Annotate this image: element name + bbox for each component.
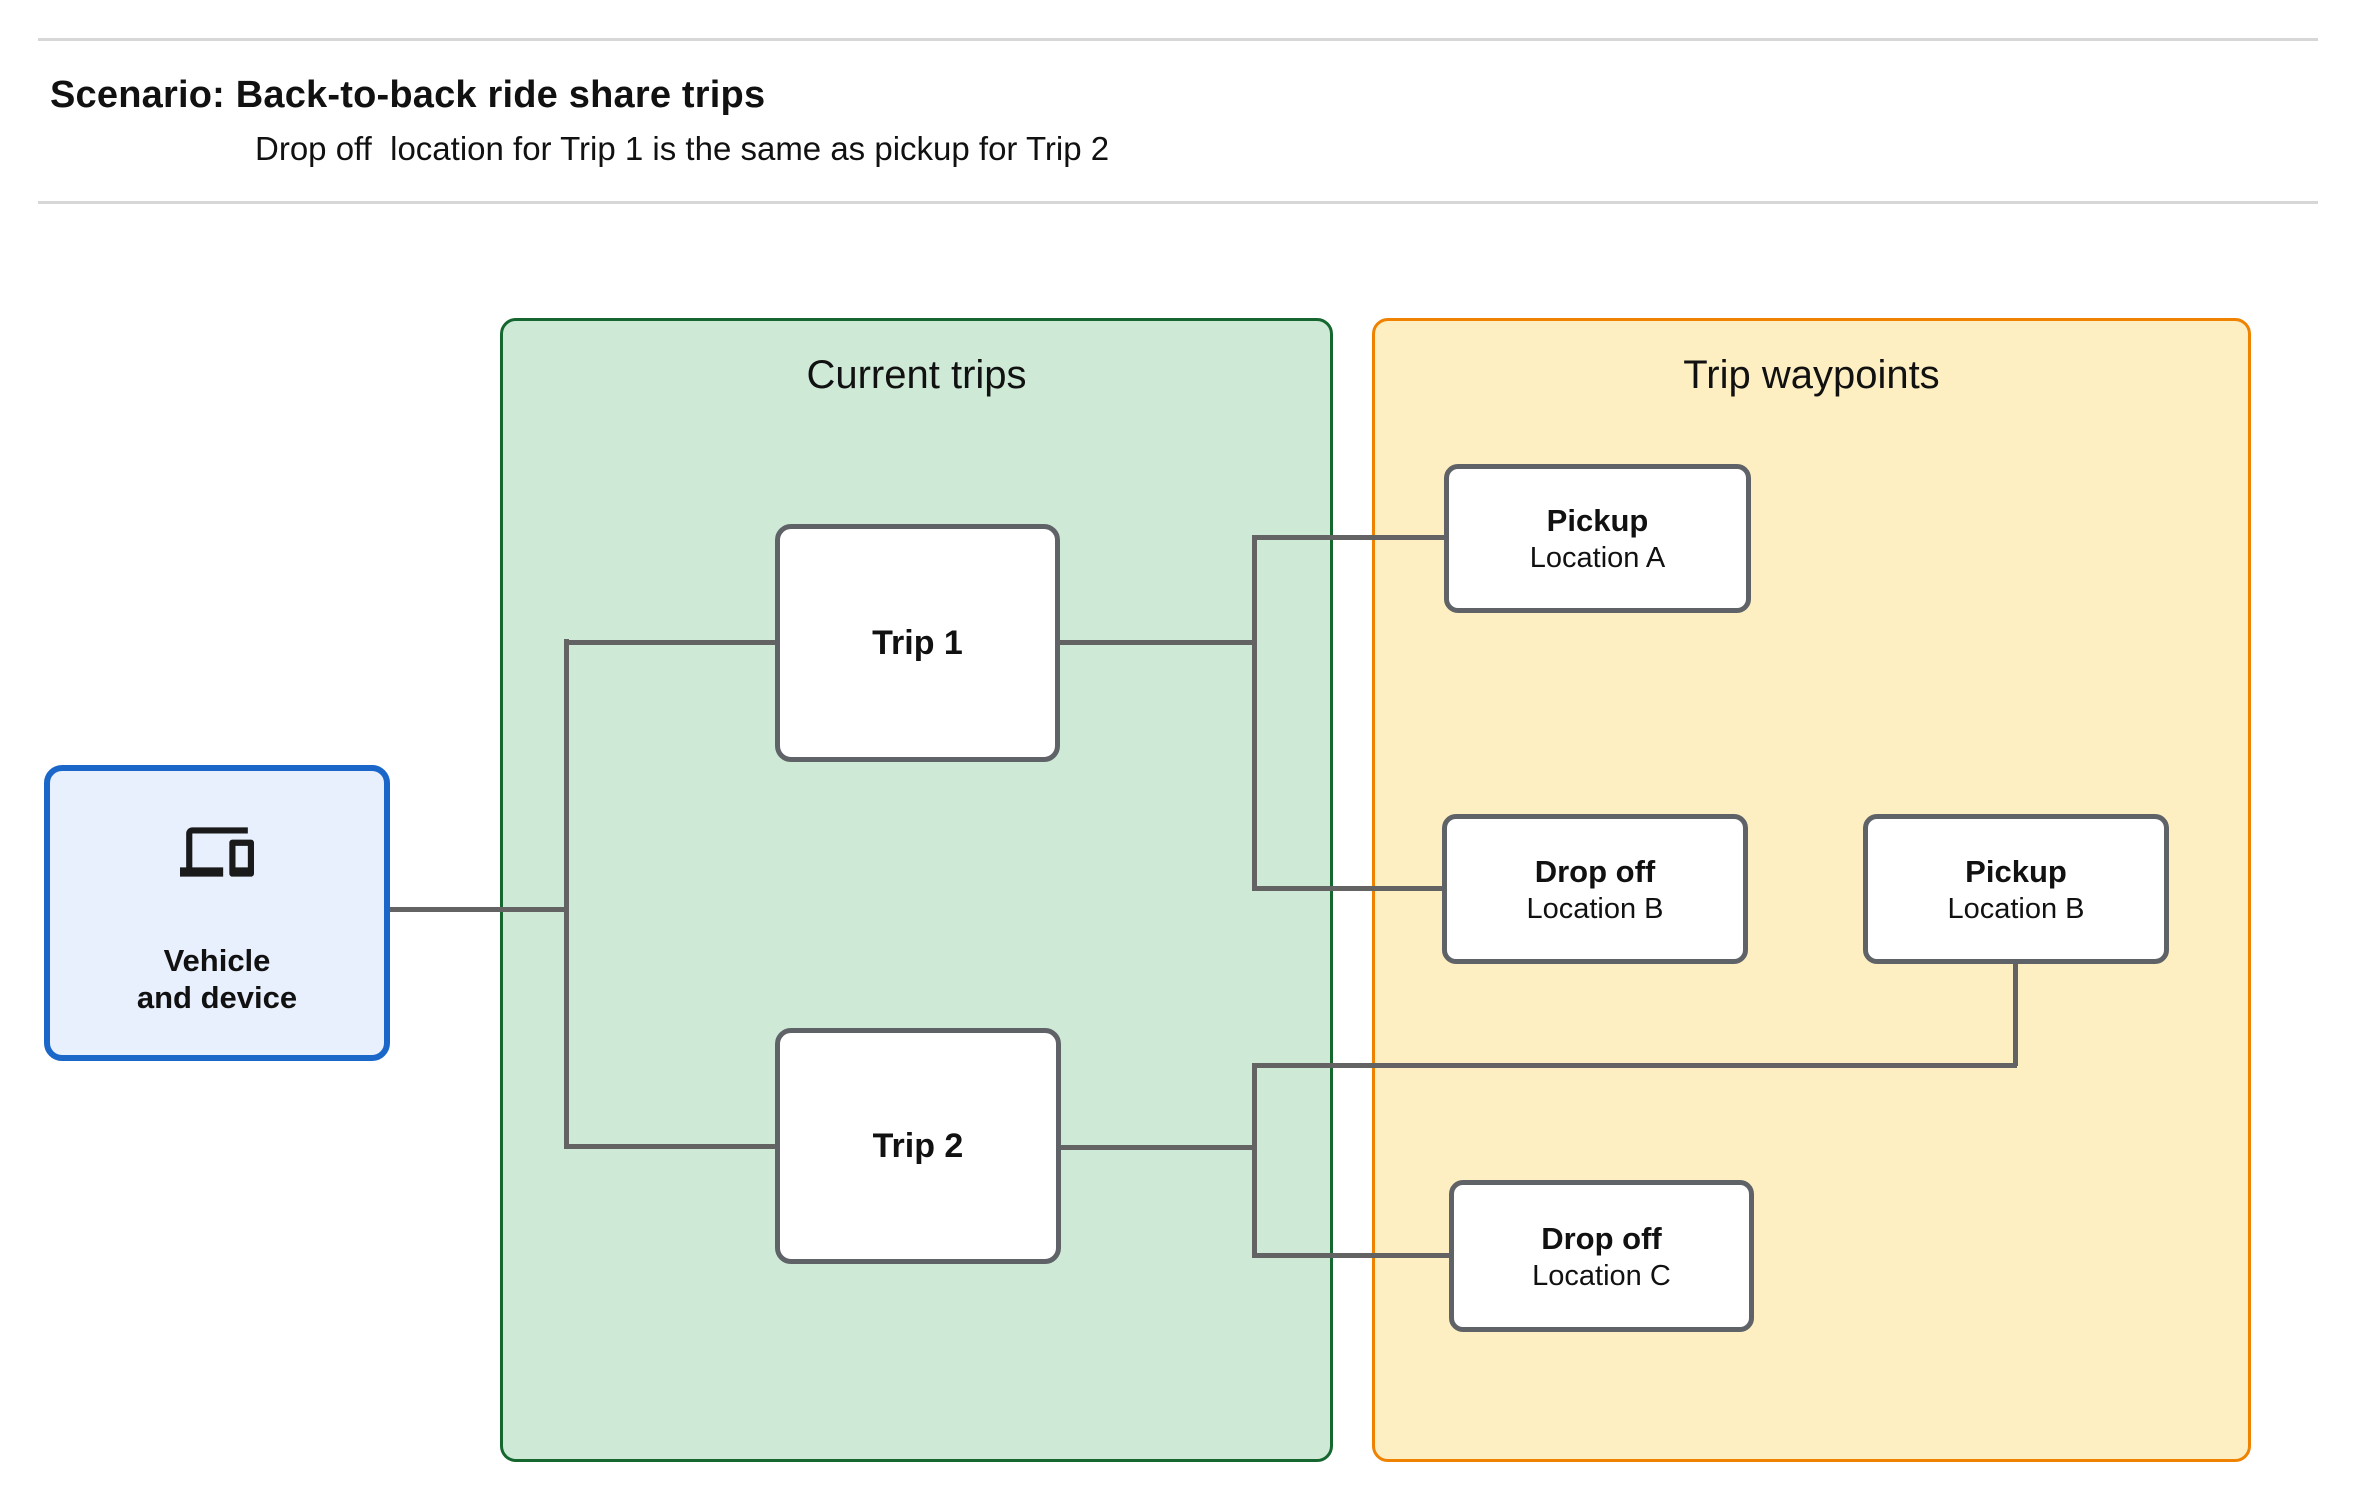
waypoint-location: Location A [1529,542,1666,574]
vehicle-and-device-node: Vehicle and device [44,765,390,1061]
waypoint-pickup-location-b: Pickup Location B [1863,814,2169,964]
waypoint-dropoff-location-c: Drop off Location C [1449,1180,1754,1332]
waypoint-type: Drop off [1534,853,1656,889]
trip-2-label: Trip 2 [872,1126,964,1165]
waypoint-type: Drop off [1541,1220,1662,1256]
connector-trip-2-out [1061,1145,1257,1150]
waypoint-type: Pickup [1965,853,2067,889]
page-title: Scenario: Back-to-back ride share trips [50,74,766,116]
waypoint-type: Pickup [1546,503,1649,538]
current-trips-panel-title: Current trips [806,353,1027,397]
trip-waypoints-panel-title: Trip waypoints [1683,353,1940,397]
waypoint-location: Location C [1532,1259,1671,1292]
connector-to-dropoff-location-c [1252,1253,1449,1258]
current-trips-panel: Current trips [500,318,1333,1462]
devices-icon [180,827,254,877]
connector-pickup-location-b-down [2013,962,2018,1066]
trip-1-node: Trip 1 [775,524,1060,762]
connector-to-dropoff-location-b [1252,886,1442,891]
connector-trip-1-out [1060,640,1257,645]
connector-trips-split-vertical [564,639,569,1149]
waypoint-location: Location B [1947,892,2085,925]
waypoint-dropoff-location-b: Drop off Location B [1442,814,1748,964]
connector-trip-2-split-vertical [1252,1063,1257,1258]
waypoint-location: Location B [1526,892,1664,925]
connector-to-pickup-location-a [1252,535,1444,540]
connector-pickup-location-b-across [1252,1063,2017,1068]
waypoint-pickup-location-a: Pickup Location A [1444,464,1751,613]
connector-trip-1-split-vertical [1252,535,1257,891]
connector-to-trip-2 [564,1144,775,1149]
connector-vehicle-to-split [390,907,569,912]
connector-to-trip-1 [564,640,775,645]
page-subtitle: Drop off location for Trip 1 is the same… [255,130,1110,167]
trip-1-label: Trip 1 [872,623,963,662]
trip-2-node: Trip 2 [775,1028,1061,1264]
vehicle-and-device-label: Vehicle and device [136,943,298,1015]
bottom-divider [38,201,2318,204]
top-divider [38,38,2318,41]
